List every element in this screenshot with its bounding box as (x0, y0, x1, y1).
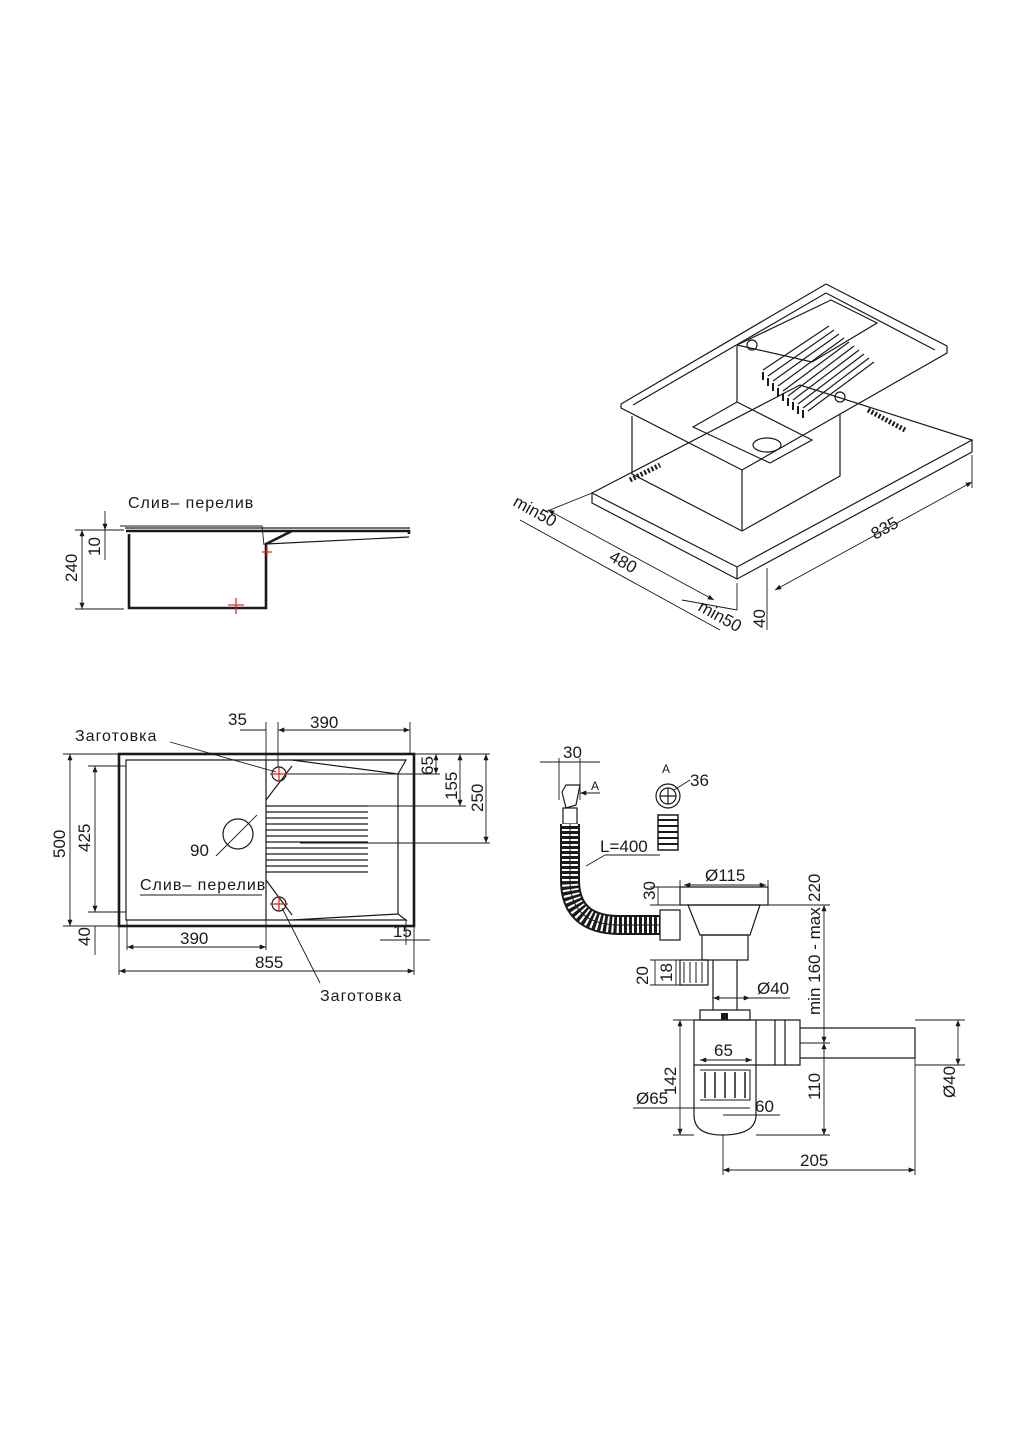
dim-d65: Ø65 (636, 1089, 668, 1108)
dim-35: 35 (228, 710, 247, 729)
dim-205: 205 (800, 1151, 828, 1170)
dim-40-iso: 40 (750, 609, 769, 628)
blank-label-bottom: Заготовка (320, 988, 402, 1005)
section-a-arrow: A (591, 779, 599, 793)
drain-hole (752, 437, 782, 453)
dim-min50-left: min50 (510, 492, 560, 531)
dim-480: 480 (606, 547, 640, 577)
corrugated-hose (569, 824, 660, 926)
dim-15: 15 (393, 922, 412, 941)
dim-220: 220 (805, 874, 824, 902)
sink-rim (126, 529, 411, 534)
drain-hole-plan (222, 818, 254, 850)
dim-90: 90 (190, 841, 209, 860)
dim-min-max: min 160 - max (805, 907, 824, 1015)
drain-overflow-label-plan: Слив– перелив (140, 877, 266, 894)
plan-view: Заготовка Заготовка Слив– перелив 90 390… (50, 710, 490, 1005)
overflow-head (561, 784, 581, 809)
dim-36: 36 (690, 771, 709, 790)
dim-60: 60 (755, 1097, 774, 1116)
dim-30-side: 30 (640, 881, 659, 900)
dim-110: 110 (805, 1073, 824, 1100)
iso-view: 480 min50 835 min50 40 (510, 283, 974, 636)
drain-overflow-label: Слив– перелив (128, 495, 254, 512)
outlet-elbow (756, 1019, 801, 1066)
dim-d40-inner: Ø40 (757, 979, 789, 998)
section-a-label: A (662, 762, 670, 776)
strainer-nut (701, 934, 749, 961)
side-inlet (679, 959, 709, 986)
dim-425: 425 (75, 824, 94, 852)
dim-855: 855 (255, 953, 283, 972)
sink-outline (117, 752, 416, 928)
dim-500: 500 (50, 830, 69, 858)
hose-length-label: L=400 (600, 837, 648, 856)
sink-top (620, 283, 948, 471)
dim-65-siphon: 65 (714, 1041, 733, 1060)
dim-142: 142 (661, 1067, 680, 1095)
dim-40-plan: 40 (75, 927, 94, 946)
drainer-ribs-plan (266, 805, 368, 873)
dim-390-bottom: 390 (180, 929, 208, 948)
dim-390-top: 390 (310, 713, 338, 732)
dim-835: 835 (868, 513, 902, 543)
dim-d115: Ø115 (705, 866, 745, 885)
dim-65-plan: 65 (418, 756, 437, 775)
dim-20: 20 (633, 966, 652, 985)
detail-a-ring (655, 783, 681, 809)
drainer-ribs (762, 325, 875, 418)
dim-10: 10 (85, 537, 104, 556)
dim-30-top: 30 (563, 743, 582, 762)
siphon-bowl (693, 1065, 757, 1136)
drainer-profile (265, 536, 410, 545)
side-view: Слив– перелив 240 10 (62, 495, 411, 614)
bowl-profile (127, 529, 293, 610)
dim-240: 240 (62, 554, 81, 582)
dim-155: 155 (442, 772, 461, 800)
dim-d40-outer: Ø40 (940, 1066, 959, 1098)
blank-label-top: Заготовка (75, 728, 157, 745)
outlet-pipe (800, 1027, 916, 1059)
strainer-flange (679, 886, 769, 906)
siphon-view: 30 A L=400 A 36 (540, 743, 965, 1175)
dim-18: 18 (657, 963, 676, 982)
dim-250: 250 (468, 784, 487, 812)
countertop (590, 384, 974, 568)
